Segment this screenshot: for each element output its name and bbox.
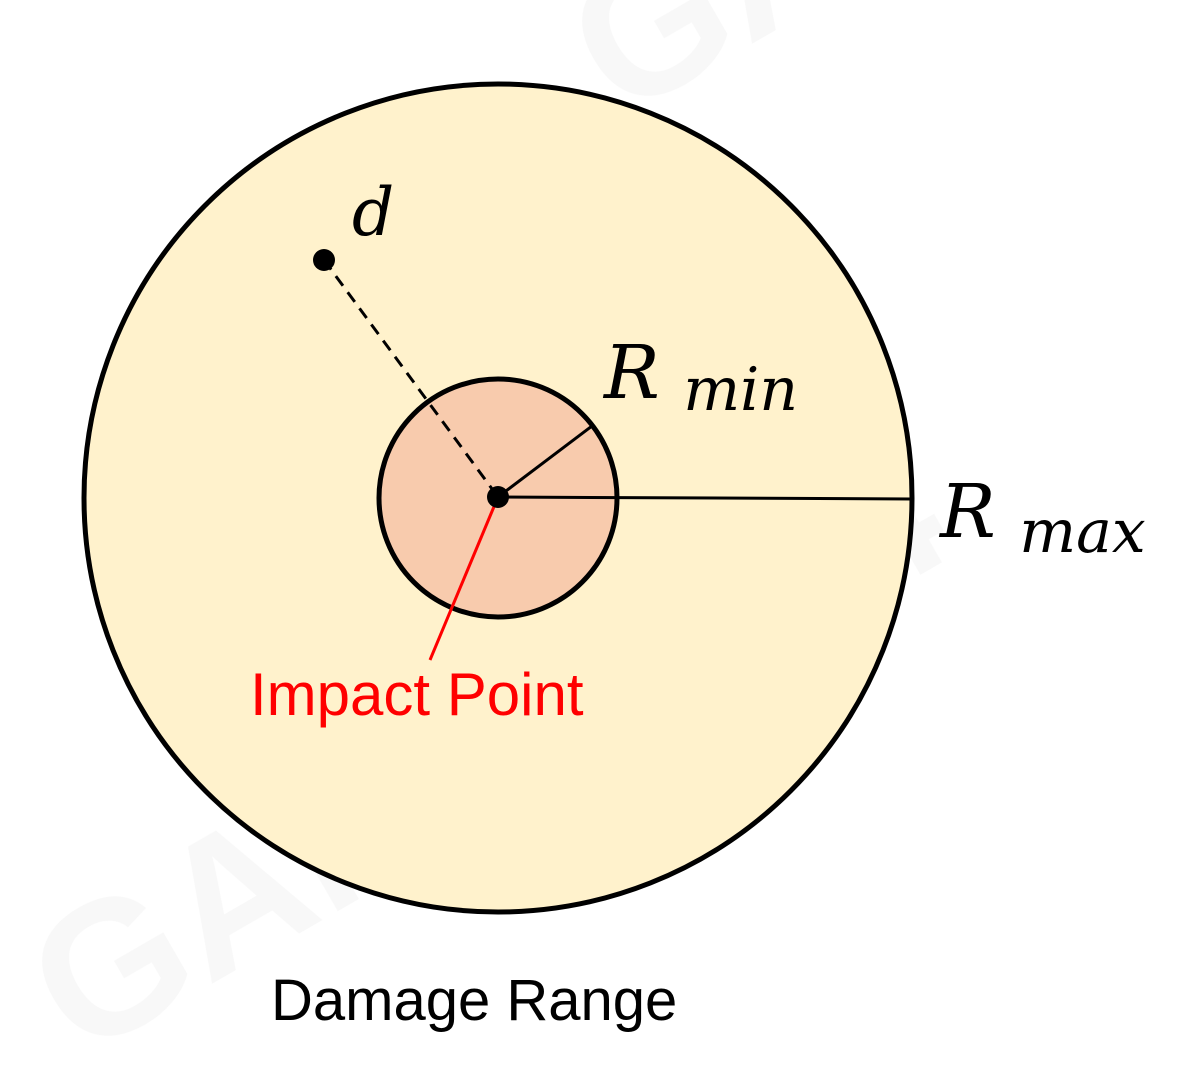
- impact-center-dot: [487, 486, 509, 508]
- point-d-dot: [313, 249, 335, 271]
- diagram-caption: Damage Range: [271, 968, 677, 1033]
- point-d-label: d: [352, 174, 394, 251]
- rmax-label-subscript: max: [1019, 497, 1146, 567]
- distance-dashed-line: [322, 259, 500, 498]
- rmin-label-subscript: min: [683, 355, 798, 425]
- rmin-label: R min: [602, 330, 798, 425]
- rmin-label-base: R: [602, 330, 660, 416]
- rmin-radius-line: [497, 424, 593, 499]
- rmax-label-base: R: [938, 469, 996, 555]
- impact-point-label: Impact Point: [250, 661, 584, 728]
- impact-point-leader-line: [428, 496, 500, 661]
- rmax-label: R max: [938, 469, 1146, 567]
- rmax-radius-line: [497, 495, 913, 501]
